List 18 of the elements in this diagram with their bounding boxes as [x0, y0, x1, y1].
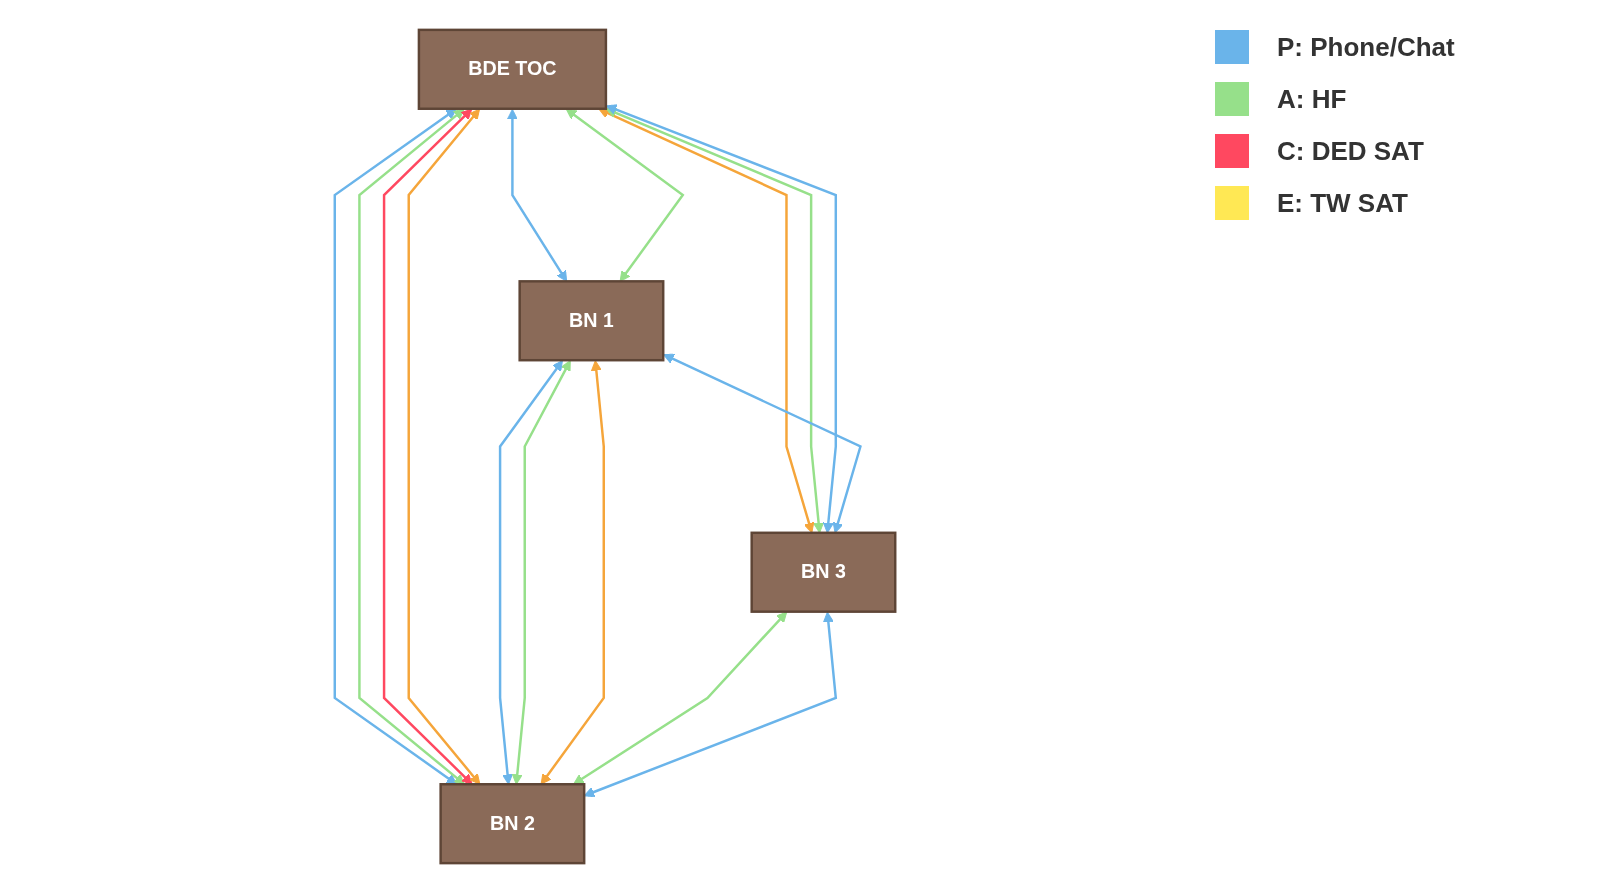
node-box: BN 3	[750, 531, 897, 613]
arrow	[540, 360, 605, 785]
legend-label: A: HF	[1277, 83, 1347, 115]
arrow	[565, 108, 685, 282]
legend-label: E: TW SAT	[1277, 187, 1408, 219]
arrow	[333, 108, 458, 785]
arrow	[507, 108, 568, 282]
arrow	[498, 360, 563, 785]
arrow	[573, 611, 788, 785]
legend-label: C: DED SAT	[1277, 135, 1424, 167]
arrow	[358, 108, 465, 785]
node-box: BN 2	[439, 783, 586, 865]
arrow	[407, 108, 481, 785]
node-box: BN 1	[518, 280, 665, 362]
node-box: BDE TOC	[417, 28, 608, 110]
legend-label: P: Phone/Chat	[1277, 31, 1455, 63]
arrow	[382, 108, 473, 785]
arrow	[511, 360, 571, 785]
